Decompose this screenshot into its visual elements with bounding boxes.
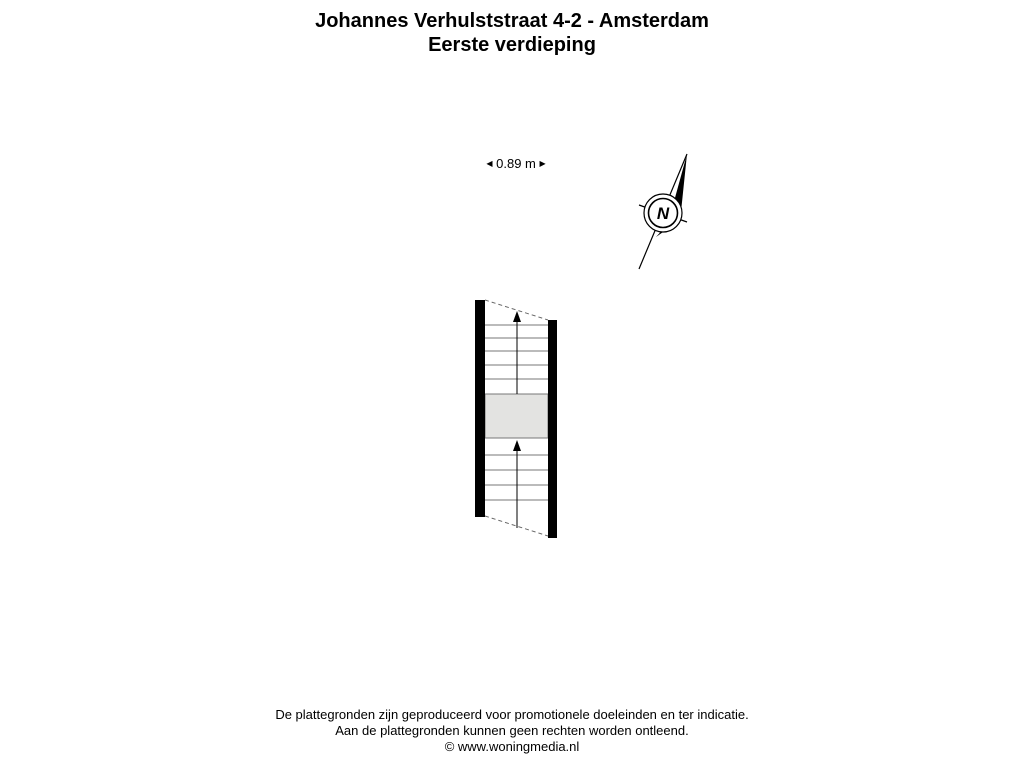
disclaimer-line-2: Aan de plattegronden kunnen geen rechten… <box>335 723 689 738</box>
left-arrow-icon: ◀ <box>486 158 493 168</box>
upper-direction-arrow-icon <box>513 311 521 322</box>
disclaimer-footer: De plattegronden zijn geproduceerd voor … <box>0 707 1024 755</box>
floor-subtitle: Eerste verdieping <box>428 34 596 56</box>
compass-north-needle <box>672 154 687 207</box>
stair-landing <box>484 393 549 439</box>
staircase-icon <box>475 299 557 538</box>
page-title: Johannes Verhulststraat 4-2 - Amsterdam <box>315 10 709 32</box>
compass-inner-ring <box>647 197 679 229</box>
disclaimer-line-1: De plattegronden zijn geproduceerd voor … <box>275 707 749 722</box>
lower-direction-arrow-icon <box>513 440 521 451</box>
header: Johannes Verhulststraat 4-2 - Amsterdam … <box>0 9 1024 57</box>
left-wall <box>475 300 485 517</box>
scale-label: 0.89 m <box>496 156 536 171</box>
copyright-line: © www.woningmedia.nl <box>444 739 580 754</box>
right-arrow-icon: ▶ <box>539 158 546 168</box>
right-wall <box>548 320 557 538</box>
scale-indicator: ◀ 0.89 m ▶ <box>476 156 556 173</box>
north-arrow-icon: N <box>638 153 688 270</box>
compass-north-label: N <box>657 204 670 223</box>
